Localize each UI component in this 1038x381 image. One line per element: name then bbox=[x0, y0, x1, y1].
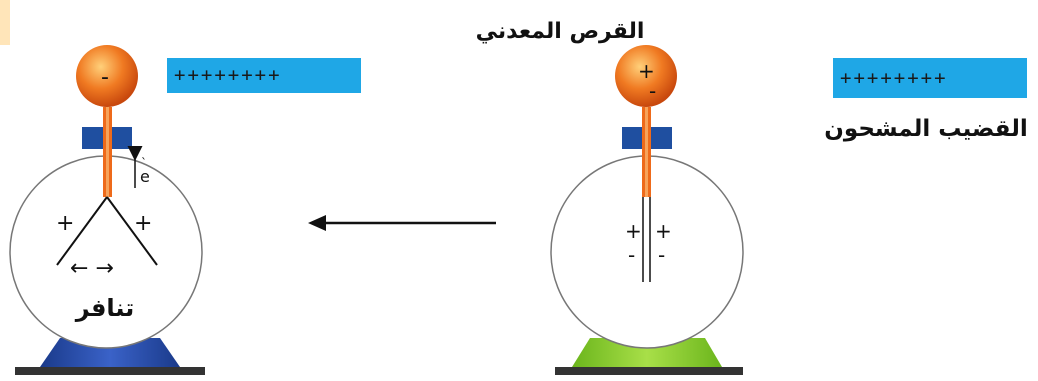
left-base bbox=[40, 338, 180, 367]
left-leaf-left bbox=[56, 196, 108, 266]
repulsion-label: تنافر bbox=[75, 294, 134, 322]
right-knob-charge-bottom: - bbox=[649, 79, 656, 103]
transition-arrow-head bbox=[308, 215, 326, 231]
left-electroscope: - + + e ` ← → تنافر bbox=[9, 45, 205, 375]
left-rod-charges: ++++++++ bbox=[174, 64, 282, 86]
corner-highlight bbox=[0, 0, 10, 45]
left-leaf-right bbox=[106, 196, 158, 266]
charged-rod-label: القضيب المشحون bbox=[824, 116, 1027, 142]
right-leaf-left-minus: - bbox=[628, 243, 635, 267]
electron-label: e bbox=[140, 167, 150, 186]
metal-disk-label: القرص المعدني bbox=[476, 19, 645, 44]
left-leaf-left-charge: + bbox=[56, 211, 74, 236]
repulsion-arrows: ← → bbox=[70, 256, 114, 281]
right-base bbox=[572, 338, 722, 367]
electron-accent: ` bbox=[141, 156, 147, 170]
left-leaf-right-charge: + bbox=[134, 211, 152, 236]
right-leaf-right-plus: + bbox=[655, 219, 672, 243]
right-stand-plate bbox=[555, 367, 743, 375]
right-leaf-right-minus: - bbox=[658, 243, 665, 267]
right-rod-charges: ++++++++ bbox=[840, 67, 948, 89]
right-charged-rod bbox=[833, 58, 1027, 98]
right-knob bbox=[615, 45, 677, 107]
left-stand-plate bbox=[15, 367, 205, 375]
right-knob-charge-top: + bbox=[638, 59, 655, 83]
left-knob-charge: - bbox=[101, 65, 109, 90]
left-charged-rod bbox=[167, 58, 361, 93]
right-leaf-left-plus: + bbox=[625, 219, 642, 243]
right-electroscope: + - + + - - bbox=[550, 45, 744, 375]
left-knob bbox=[76, 45, 138, 107]
